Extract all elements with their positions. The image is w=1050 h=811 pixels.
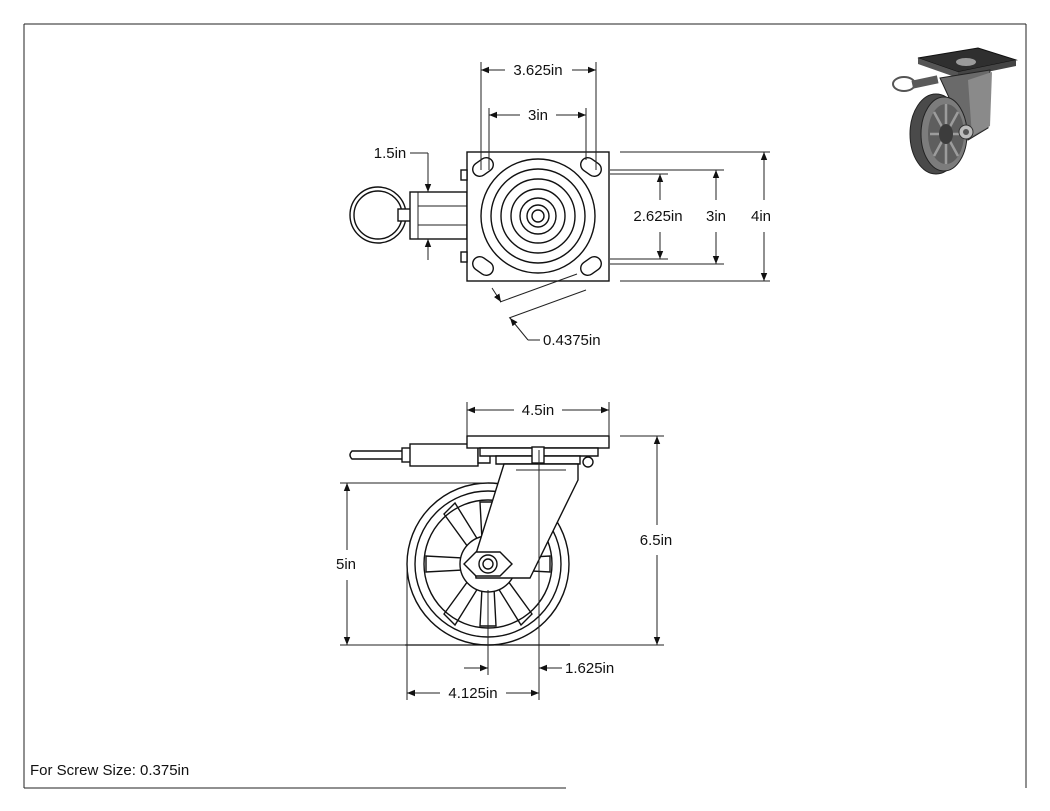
screw-size-note: For Screw Size: 0.375in bbox=[30, 762, 189, 779]
top-view bbox=[349, 151, 610, 282]
dim-top-width-outer: 3.625in bbox=[513, 62, 562, 79]
dim-brake-width: 1.5in bbox=[374, 145, 407, 162]
dimension-labels: 3.625in 3in 1.5in 2.625in 3in 4in 0.4375… bbox=[30, 62, 771, 779]
side-view-dimensions bbox=[340, 402, 664, 700]
dim-offset: 1.625in bbox=[565, 660, 614, 677]
drawing-frame bbox=[23, 23, 1027, 789]
dim-top-width-inner: 3in bbox=[528, 107, 548, 124]
side-view bbox=[349, 435, 610, 646]
dim-side-plate-width: 4.5in bbox=[522, 402, 555, 419]
top-view-dimensions bbox=[410, 62, 770, 341]
dim-plate-inner: 3in bbox=[706, 208, 726, 225]
dim-overall-height: 6.5in bbox=[640, 532, 673, 549]
dim-wheel-diameter: 5in bbox=[336, 556, 356, 573]
dim-swivel-radius: 4.125in bbox=[448, 685, 497, 702]
dim-hole-spacing: 2.625in bbox=[633, 208, 682, 225]
isometric-caster-thumbnail bbox=[892, 47, 1018, 175]
dim-slot-width: 0.4375in bbox=[543, 332, 601, 349]
dim-plate-height: 4in bbox=[751, 208, 771, 225]
